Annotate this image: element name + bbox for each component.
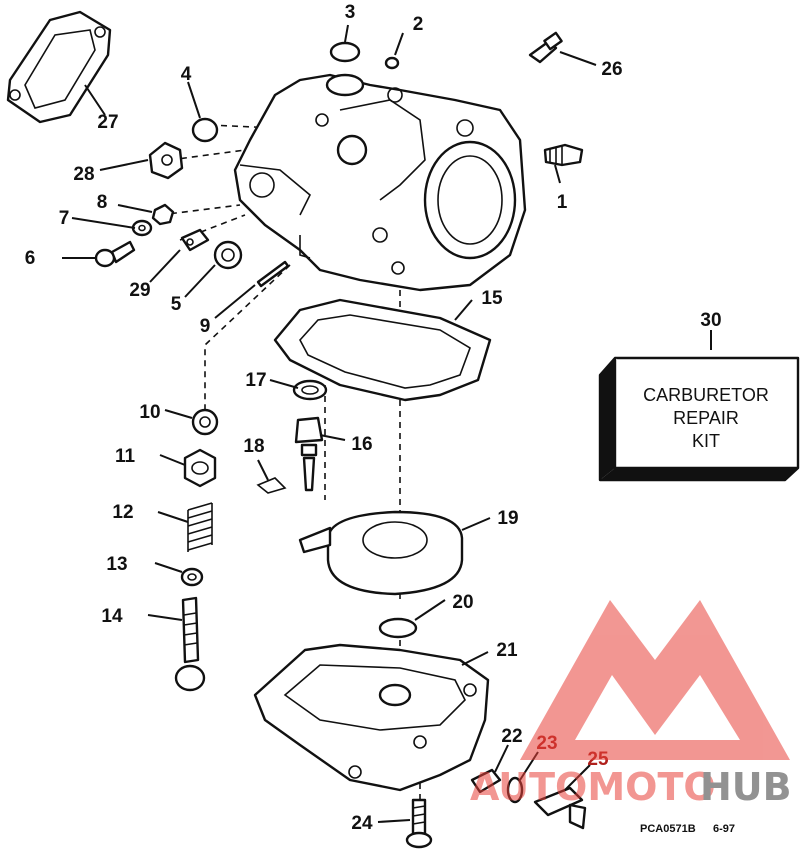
part-15-gasket <box>273 298 492 402</box>
part-5-bushing <box>213 240 243 270</box>
part-12-spring <box>187 502 213 552</box>
callout-10: 10 <box>139 402 160 423</box>
part-6-screw <box>94 240 136 268</box>
callout-16: 16 <box>351 434 372 455</box>
part-19-float <box>298 510 464 596</box>
part-30-repair-kit: CARBURETOR REPAIR KIT <box>598 356 800 482</box>
part-3-plug <box>329 41 361 63</box>
callout-22: 22 <box>501 726 522 747</box>
part-14-screw <box>174 596 206 692</box>
callout-18: 18 <box>243 436 264 457</box>
part-28-nut <box>148 141 184 180</box>
part-29-link <box>180 228 210 252</box>
drawing-code-date: 6-97 <box>713 823 735 835</box>
part-26-fitting <box>528 31 563 64</box>
kit-label-line-3: KIT <box>692 431 720 451</box>
part-27-gasket <box>6 10 112 124</box>
part-16-needle-seat <box>294 416 324 492</box>
callout-28: 28 <box>73 164 94 185</box>
callout-1: 1 <box>557 192 568 213</box>
callout-6: 6 <box>25 248 36 269</box>
part-23-oring <box>506 776 524 804</box>
callout-2: 2 <box>413 14 424 35</box>
callout-26: 26 <box>601 59 622 80</box>
callout-29: 29 <box>129 280 150 301</box>
callout-20: 20 <box>452 592 473 613</box>
part-1-screw <box>543 143 584 167</box>
part-2-screw <box>384 56 400 70</box>
callout-12: 12 <box>112 502 133 523</box>
callout-13: 13 <box>106 554 127 575</box>
part-20-seat <box>378 617 418 639</box>
part-17-seal <box>292 379 328 401</box>
callout-27: 27 <box>97 112 118 133</box>
part-24-screw <box>405 798 433 849</box>
callout-19: 19 <box>497 508 518 529</box>
watermark-logo: AUTOMOTO HUB <box>470 600 792 809</box>
callout-24: 24 <box>351 813 373 834</box>
part-22-screw <box>470 768 502 794</box>
callout-17: 17 <box>245 370 266 391</box>
callout-30: 30 <box>700 310 721 331</box>
watermark-triangle-inner <box>575 675 740 740</box>
watermark-text-left: AUTOMOTO <box>470 765 716 809</box>
callout-15: 15 <box>481 288 503 309</box>
callout-5: 5 <box>171 294 182 315</box>
part-13-washer <box>180 567 204 587</box>
kit-label-line-2: REPAIR <box>673 408 739 428</box>
callout-7: 7 <box>59 208 70 229</box>
part-10-oring <box>191 408 219 436</box>
callout-8: 8 <box>97 192 108 213</box>
part-11-nut <box>183 448 217 488</box>
leader-lines <box>62 24 712 823</box>
drawing-code: PCA0571B 6-97 <box>640 823 735 835</box>
part-18-clip <box>256 477 287 494</box>
callout-9: 9 <box>200 316 211 337</box>
callout-3: 3 <box>345 2 356 23</box>
watermark-text-right: HUB <box>700 765 792 809</box>
part-8-nut <box>151 203 175 226</box>
part-21-float-bowl <box>253 643 490 792</box>
part-7-washer <box>131 219 153 237</box>
drawing-code-id: PCA0571B <box>640 823 696 835</box>
part-4-ball <box>191 117 219 143</box>
callout-14: 14 <box>101 606 123 627</box>
part-25-fitting <box>533 786 587 830</box>
callout-4: 4 <box>181 64 192 85</box>
kit-label-line-1: CARBURETOR <box>643 385 769 405</box>
part-9-pin <box>256 260 290 288</box>
callout-11: 11 <box>115 446 136 467</box>
carburetor-body <box>233 73 527 292</box>
callout-21: 21 <box>496 640 518 661</box>
